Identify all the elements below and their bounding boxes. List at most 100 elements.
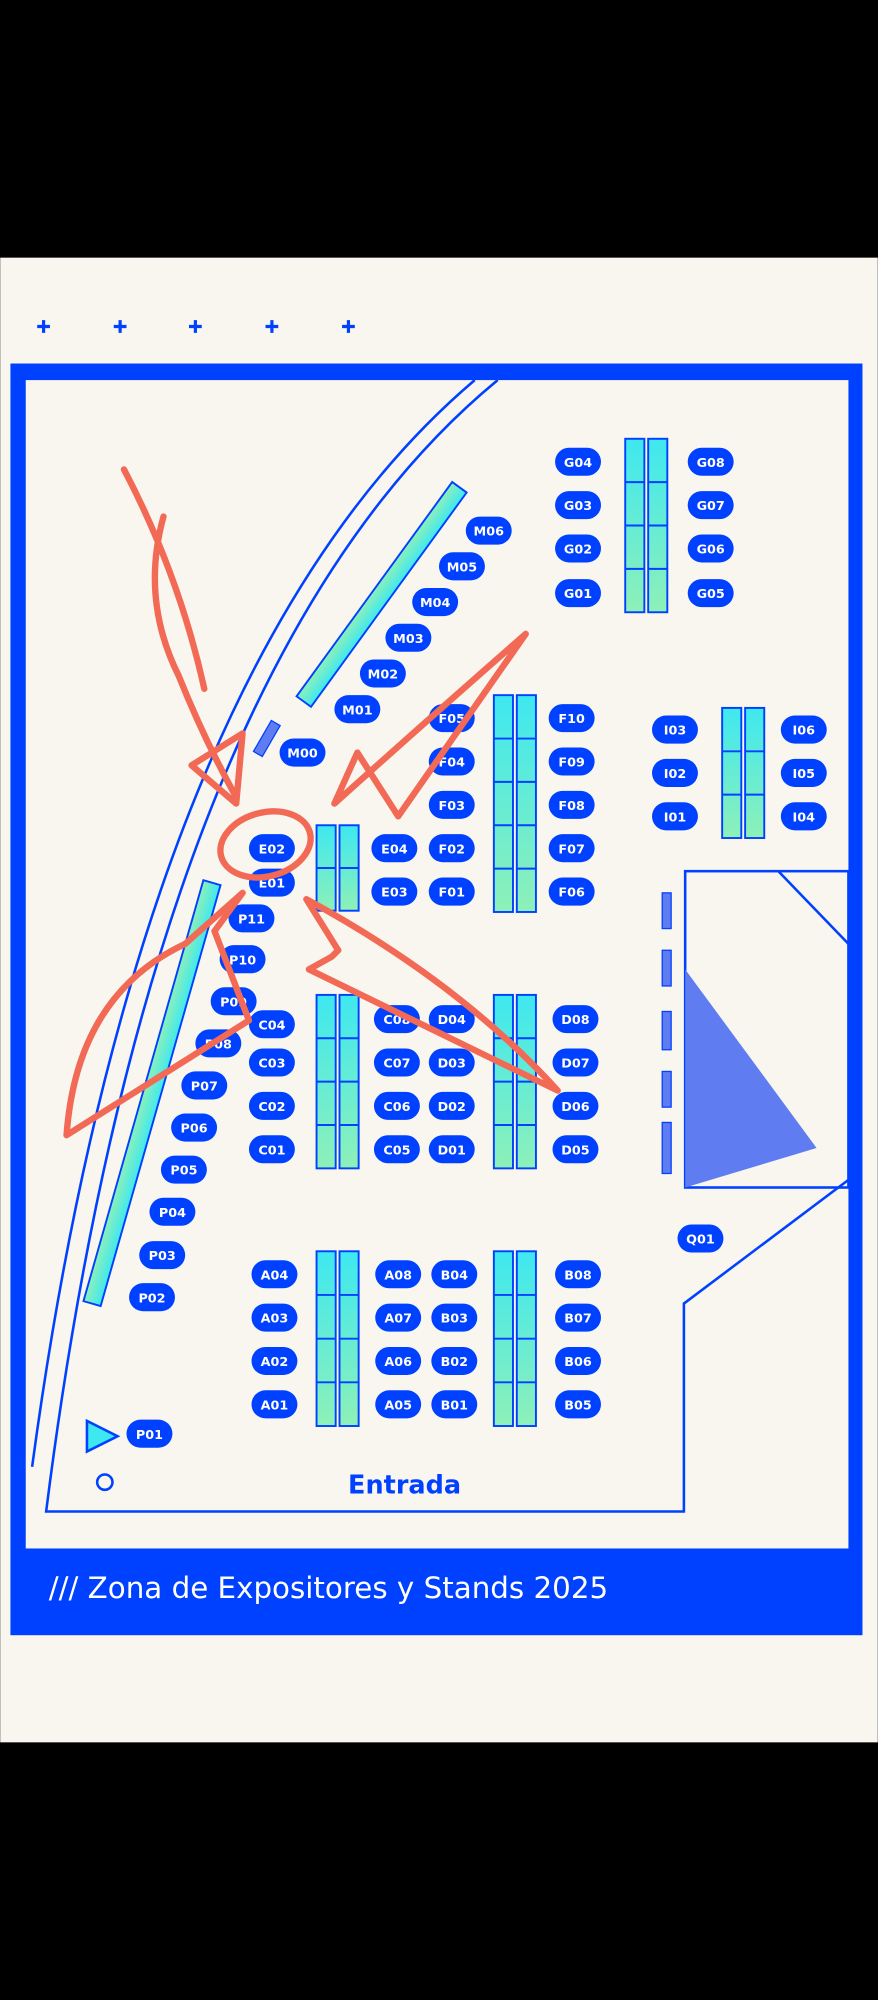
stand-e03[interactable]: E03 xyxy=(371,877,418,906)
stand-p05[interactable]: P05 xyxy=(160,1155,207,1184)
stand-b05[interactable]: B05 xyxy=(555,1390,601,1419)
stand-label: M06 xyxy=(474,525,505,540)
stand-m04[interactable]: M04 xyxy=(412,588,459,617)
stand-d04[interactable]: D04 xyxy=(428,1005,475,1034)
stand-g08[interactable]: G08 xyxy=(687,447,734,476)
stand-i04[interactable]: I04 xyxy=(780,802,827,831)
booth-strip-m xyxy=(295,480,468,709)
stand-f07[interactable]: F07 xyxy=(548,834,595,863)
stand-b02[interactable]: B02 xyxy=(431,1346,478,1375)
stand-label: P11 xyxy=(238,912,265,927)
stand-a01[interactable]: A01 xyxy=(251,1390,298,1419)
stand-m01[interactable]: M01 xyxy=(334,695,381,724)
stand-label: C04 xyxy=(258,1018,285,1033)
stand-b01[interactable]: B01 xyxy=(431,1390,478,1419)
stand-label: M04 xyxy=(420,596,451,611)
stand-f10[interactable]: F10 xyxy=(548,704,595,733)
stand-label: C02 xyxy=(258,1100,285,1115)
stand-label: D06 xyxy=(561,1100,589,1115)
stand-e04[interactable]: E04 xyxy=(371,834,418,863)
stand-d02[interactable]: D02 xyxy=(428,1091,475,1120)
stand-label: B03 xyxy=(441,1312,468,1327)
stand-m05[interactable]: M05 xyxy=(439,552,485,581)
stand-m00[interactable]: M00 xyxy=(279,738,326,767)
stand-label: E04 xyxy=(381,842,408,857)
stand-a02[interactable]: A02 xyxy=(251,1346,298,1375)
stand-q01[interactable]: Q01 xyxy=(677,1224,724,1253)
stand-label: D04 xyxy=(438,1013,466,1028)
stand-label: I02 xyxy=(664,767,687,782)
stand-b04[interactable]: B04 xyxy=(431,1260,478,1289)
stand-c03[interactable]: C03 xyxy=(248,1048,295,1077)
stand-i02[interactable]: I02 xyxy=(652,758,698,787)
stand-g05[interactable]: G05 xyxy=(687,579,734,608)
stand-b08[interactable]: B08 xyxy=(555,1260,601,1289)
stand-a03[interactable]: A03 xyxy=(251,1303,298,1332)
stand-label: D05 xyxy=(561,1143,589,1158)
stand-label: G01 xyxy=(564,587,592,602)
stand-f06[interactable]: F06 xyxy=(548,877,595,906)
stand-label: M01 xyxy=(342,703,372,718)
stand-p09[interactable]: P09 xyxy=(210,987,257,1016)
stand-m02[interactable]: M02 xyxy=(359,659,406,688)
stand-b03[interactable]: B03 xyxy=(431,1303,478,1332)
stand-i01[interactable]: I01 xyxy=(652,802,698,831)
stand-label: M02 xyxy=(368,668,398,683)
stand-m06[interactable]: M06 xyxy=(465,516,512,545)
stand-label: F08 xyxy=(558,799,585,814)
stand-d03[interactable]: D03 xyxy=(428,1048,475,1077)
stand-label: F09 xyxy=(558,756,585,771)
stand-i03[interactable]: I03 xyxy=(652,715,698,744)
partition-wall xyxy=(661,1121,672,1175)
stand-p02[interactable]: P02 xyxy=(129,1283,175,1312)
stand-label: A07 xyxy=(384,1312,412,1327)
stand-p04[interactable]: P04 xyxy=(149,1197,196,1226)
stand-i05[interactable]: I05 xyxy=(780,758,827,787)
stand-a06[interactable]: A06 xyxy=(375,1346,422,1375)
stand-c06[interactable]: C06 xyxy=(373,1091,420,1120)
stand-b06[interactable]: B06 xyxy=(555,1346,601,1375)
stand-d06[interactable]: D06 xyxy=(552,1091,599,1120)
stand-g04[interactable]: G04 xyxy=(555,447,601,476)
stand-label: B08 xyxy=(564,1268,592,1283)
stand-f01[interactable]: F01 xyxy=(428,877,475,906)
stand-label: B07 xyxy=(564,1312,591,1327)
stand-g01[interactable]: G01 xyxy=(555,579,601,608)
stand-p07[interactable]: P07 xyxy=(181,1071,228,1100)
stand-c07[interactable]: C07 xyxy=(373,1048,420,1077)
stand-b07[interactable]: B07 xyxy=(555,1303,601,1332)
stand-p03[interactable]: P03 xyxy=(139,1241,186,1270)
stand-d07[interactable]: D07 xyxy=(552,1048,599,1077)
stand-label: M03 xyxy=(393,632,423,647)
stand-f03[interactable]: F03 xyxy=(428,790,475,819)
stand-e02[interactable]: E02 xyxy=(248,834,295,863)
stand-d01[interactable]: D01 xyxy=(428,1135,475,1164)
stand-g03[interactable]: G03 xyxy=(555,491,601,520)
stand-i06[interactable]: I06 xyxy=(780,715,827,744)
stand-f08[interactable]: F08 xyxy=(548,790,595,819)
stand-p06[interactable]: P06 xyxy=(171,1113,218,1142)
stand-p11[interactable]: P11 xyxy=(228,904,275,933)
stand-d08[interactable]: D08 xyxy=(552,1005,599,1034)
stand-g07[interactable]: G07 xyxy=(687,491,734,520)
stand-c05[interactable]: C05 xyxy=(373,1135,420,1164)
stand-m03[interactable]: M03 xyxy=(385,623,432,652)
stand-f02[interactable]: F02 xyxy=(428,834,475,863)
stand-c01[interactable]: C01 xyxy=(248,1135,295,1164)
stand-label: G05 xyxy=(697,587,725,602)
stand-g02[interactable]: G02 xyxy=(555,534,601,563)
stand-label: D02 xyxy=(438,1100,466,1115)
stand-c02[interactable]: C02 xyxy=(248,1091,295,1120)
stand-a07[interactable]: A07 xyxy=(375,1303,422,1332)
stand-label: P02 xyxy=(138,1291,165,1306)
stand-label: Q01 xyxy=(686,1233,715,1248)
stand-f09[interactable]: F09 xyxy=(548,747,595,776)
stand-a08[interactable]: A08 xyxy=(375,1260,422,1289)
stand-c04[interactable]: C04 xyxy=(248,1010,295,1039)
stand-p01[interactable]: P01 xyxy=(126,1419,173,1448)
stand-d05[interactable]: D05 xyxy=(552,1135,599,1164)
stand-label: A04 xyxy=(261,1268,289,1283)
stand-a04[interactable]: A04 xyxy=(251,1260,298,1289)
stand-g06[interactable]: G06 xyxy=(687,534,734,563)
stand-a05[interactable]: A05 xyxy=(375,1390,422,1419)
